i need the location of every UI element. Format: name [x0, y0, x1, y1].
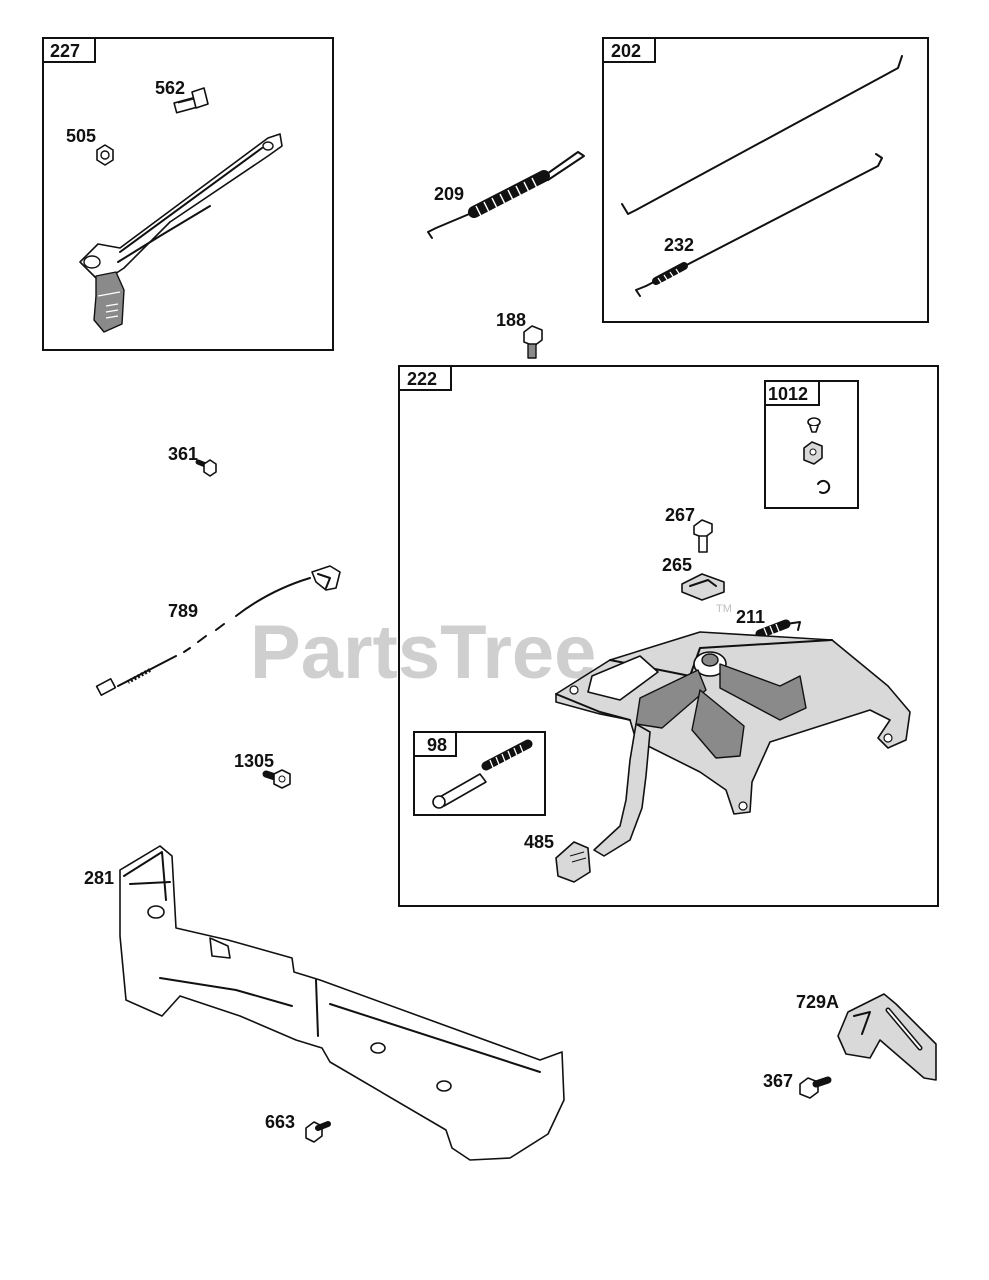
label-361[interactable]: 361: [168, 444, 198, 464]
label-281[interactable]: 281: [84, 868, 114, 888]
box-227-frame: [42, 37, 334, 351]
box-222-tab: [398, 365, 452, 391]
spring-211-part: [755, 619, 801, 639]
spring-209-part: [427, 151, 585, 239]
bolt-188-part: [523, 325, 543, 359]
watermark-text: PartsTree: [250, 610, 596, 695]
bolt-367-part: [799, 1076, 832, 1099]
kit-1012-parts: [803, 417, 831, 494]
label-663[interactable]: 663: [265, 1112, 295, 1132]
label-505[interactable]: 505: [66, 126, 96, 146]
label-485[interactable]: 485: [524, 832, 554, 852]
shroud-281-part: [119, 845, 565, 1161]
bolt-267-part: [693, 519, 713, 553]
label-188[interactable]: 188: [496, 310, 526, 330]
spring-rod-232-part: [635, 153, 883, 297]
box-202-tab: [602, 37, 656, 63]
label-232[interactable]: 232: [664, 235, 694, 255]
label-267[interactable]: 267: [665, 505, 695, 525]
box-227-tab: [42, 37, 96, 63]
label-209[interactable]: 209: [434, 184, 464, 204]
box-1012-tab: [764, 380, 820, 406]
knob-485-part: [555, 841, 591, 883]
bolt-562-part: [173, 87, 209, 114]
box-202-label[interactable]: 202: [611, 41, 641, 61]
label-211[interactable]: 211: [736, 607, 765, 627]
box-98-label[interactable]: 98: [427, 735, 447, 755]
box-98-tab: [413, 731, 457, 757]
bracket-729A-part: [837, 993, 937, 1081]
clip-265-part: [681, 573, 725, 601]
group-202: 202 232: [602, 37, 929, 323]
bolt-663-part: [305, 1121, 331, 1143]
label-789[interactable]: 789: [168, 601, 198, 621]
nut-505-part: [96, 144, 114, 166]
cable-789-part: [95, 565, 341, 696]
governor-rod-part: [621, 55, 903, 215]
label-729A[interactable]: 729A: [796, 992, 839, 1012]
control-bracket-part: [555, 631, 911, 857]
label-265[interactable]: 265: [662, 555, 692, 575]
throttle-lever-part: [79, 133, 283, 333]
group-222: 222 1012 267 265 211: [398, 365, 939, 907]
label-1305[interactable]: 1305: [234, 751, 274, 771]
bolt-361-part: [195, 459, 217, 477]
box-98-frame: [413, 731, 546, 816]
box-222-frame: [398, 365, 939, 907]
bolt-1305-part: [262, 769, 291, 789]
kit-98-parts: [432, 739, 533, 809]
box-202-frame: [602, 37, 929, 323]
group-227: 227 562 505: [42, 37, 334, 351]
label-562[interactable]: 562: [155, 78, 185, 98]
box-227-label[interactable]: 227: [50, 41, 80, 61]
box-1012-label[interactable]: 1012: [768, 384, 808, 404]
watermark-trademark: TM: [716, 603, 732, 615]
label-367[interactable]: 367: [763, 1071, 793, 1091]
box-222-label[interactable]: 222: [407, 369, 437, 389]
